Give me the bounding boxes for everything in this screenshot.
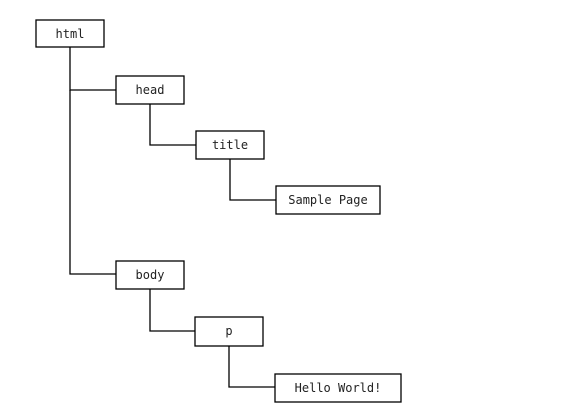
- edge-html-head: [69, 47, 116, 91]
- node-head: head: [115, 75, 185, 105]
- node-sample-page: Sample Page: [275, 185, 381, 215]
- node-body: body: [115, 260, 185, 290]
- node-html-label: html: [56, 27, 85, 41]
- node-head-label: head: [136, 83, 165, 97]
- edge-head-title: [149, 104, 196, 146]
- edge-p-hello: [228, 346, 275, 388]
- node-p: p: [194, 316, 264, 347]
- node-title-label: title: [212, 138, 248, 152]
- node-title: title: [195, 130, 265, 160]
- node-sample-page-label: Sample Page: [288, 193, 367, 207]
- node-p-label: p: [225, 324, 232, 338]
- node-hello-world-label: Hello World!: [295, 381, 382, 395]
- node-hello-world: Hello World!: [274, 373, 402, 403]
- node-body-label: body: [136, 268, 165, 282]
- edge-title-sample: [229, 159, 276, 201]
- node-html: html: [35, 19, 105, 48]
- edge-html-body: [69, 90, 116, 275]
- edge-body-p: [149, 289, 195, 332]
